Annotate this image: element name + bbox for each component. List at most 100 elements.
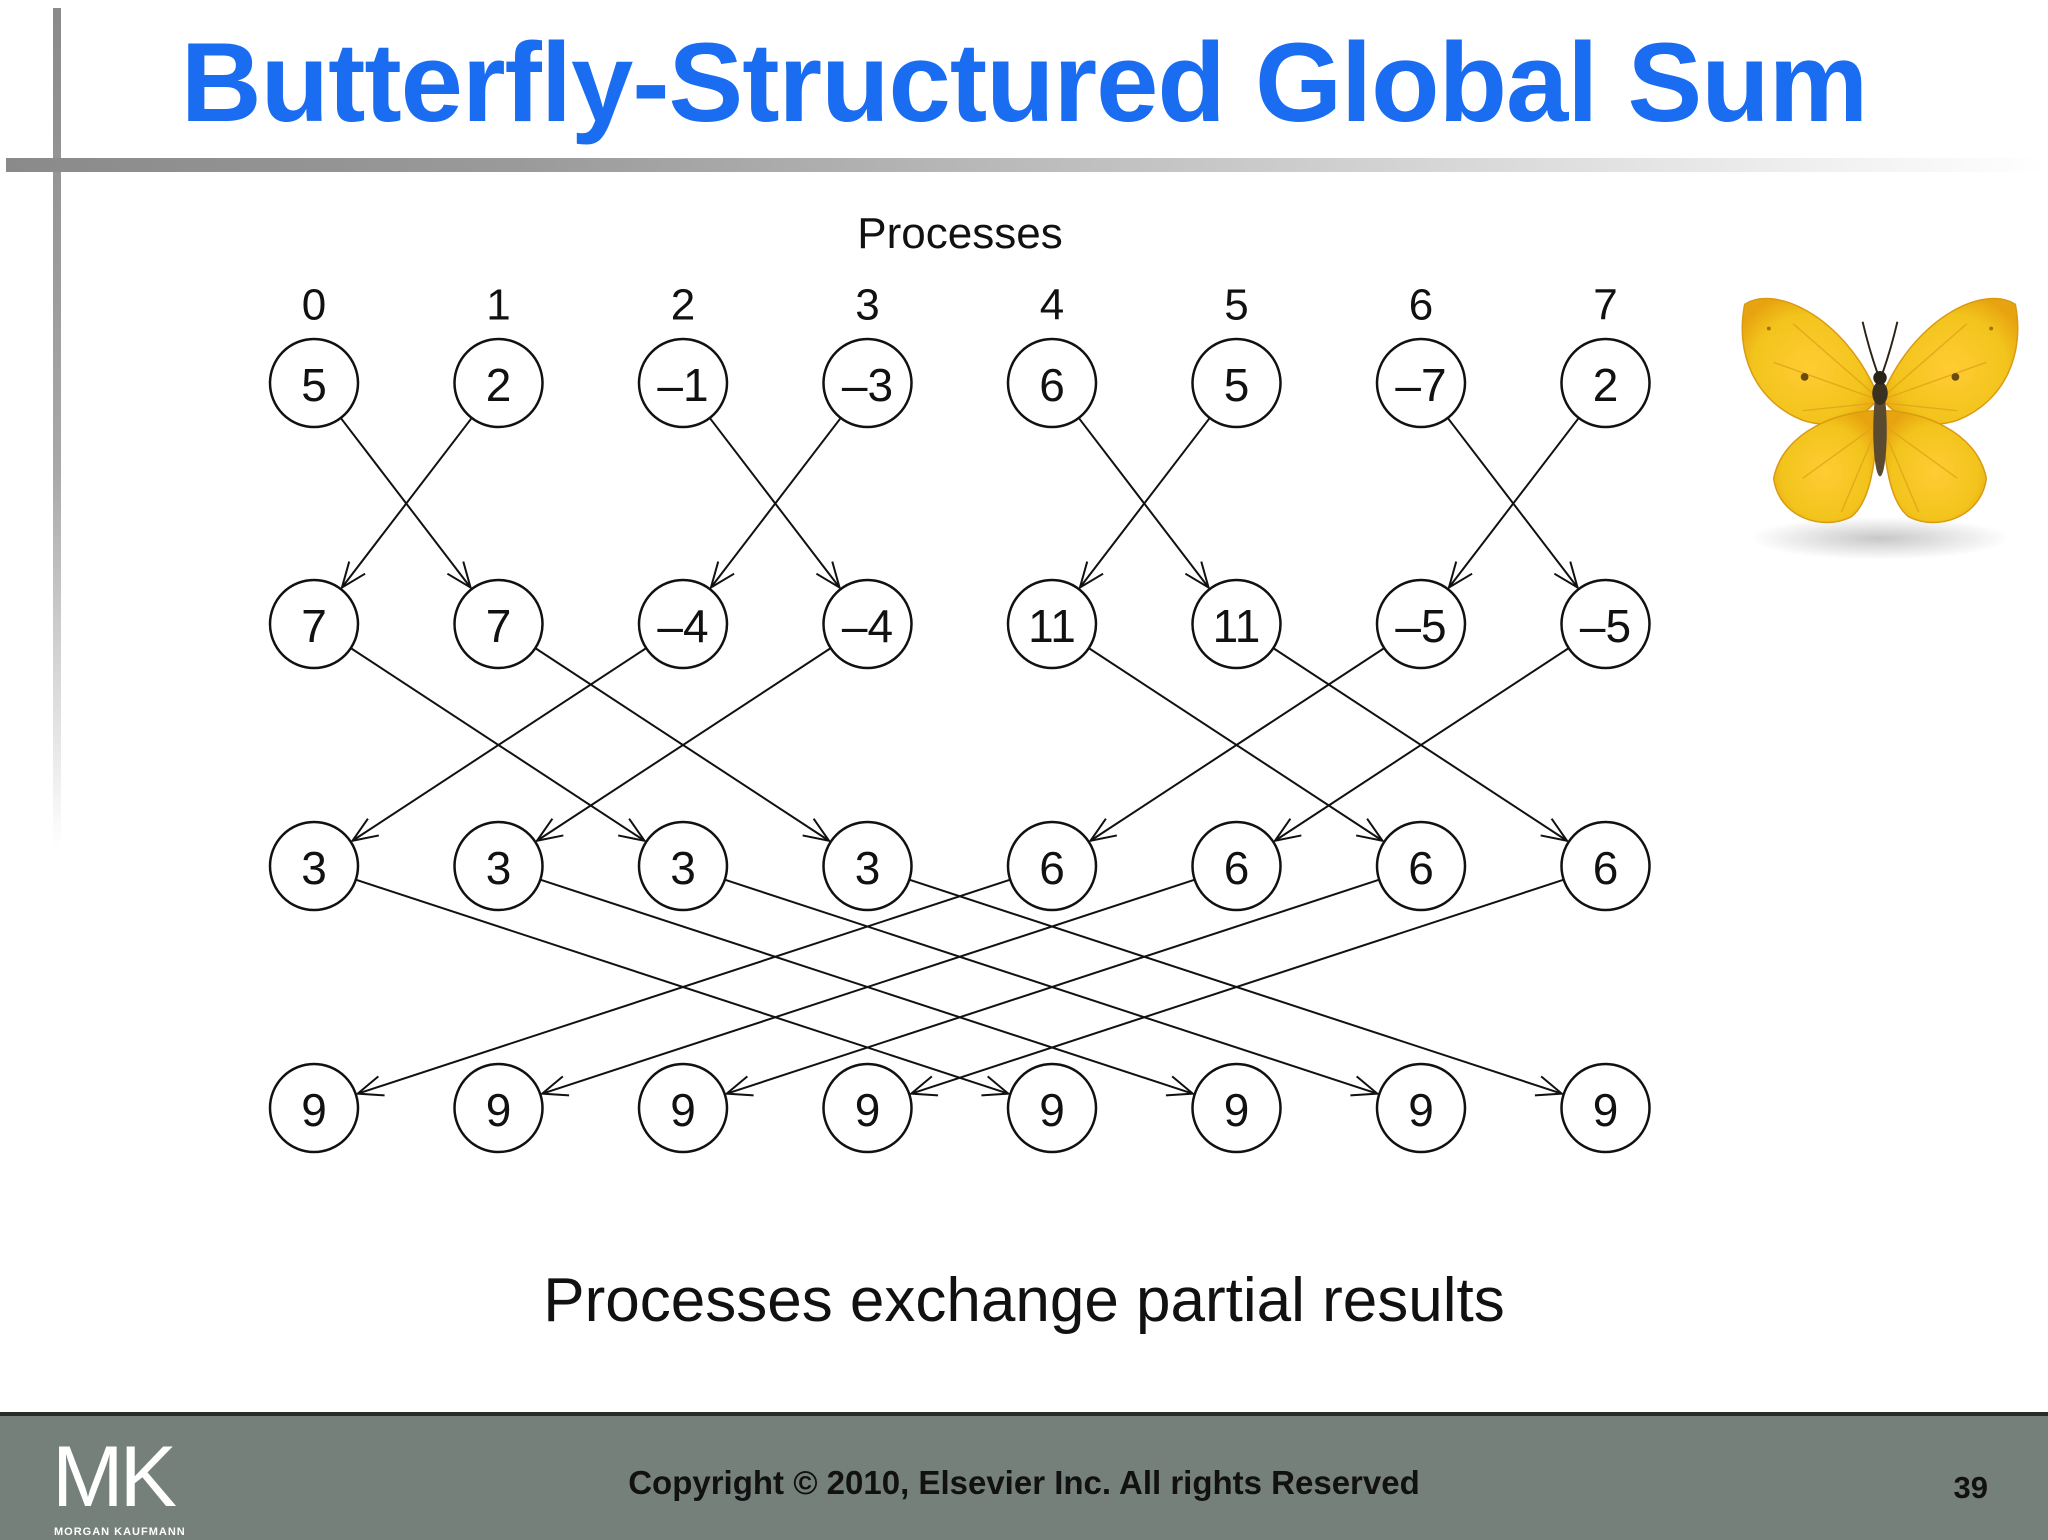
node-circle bbox=[1006, 820, 1098, 912]
edge-stage1-from-7-to-6 bbox=[1449, 417, 1580, 588]
node-circle bbox=[1191, 337, 1282, 429]
node-value: 7 bbox=[486, 600, 512, 652]
node-value: 3 bbox=[670, 842, 696, 894]
node-stage0-p2: –1 bbox=[637, 337, 729, 429]
node-value: 9 bbox=[486, 1084, 512, 1136]
node-stage3-p3: 9 bbox=[822, 1062, 913, 1154]
node-circle bbox=[1375, 578, 1467, 670]
logo-letters: MK bbox=[52, 1429, 177, 1525]
node-value: –1 bbox=[657, 359, 708, 411]
edge-stage2-from-6-to-4 bbox=[1090, 647, 1385, 841]
node-circle bbox=[453, 578, 544, 670]
edge-stage3-from-6-to-2 bbox=[727, 878, 1380, 1094]
node-stage3-p1: 9 bbox=[453, 1062, 544, 1154]
process-id-3: 3 bbox=[855, 281, 879, 330]
node-circle bbox=[1560, 578, 1651, 670]
edge-stage2-from-2-to-0 bbox=[352, 647, 647, 841]
node-stage1-p2: –4 bbox=[637, 578, 729, 670]
node-value: 11 bbox=[1213, 600, 1261, 652]
node-value: 2 bbox=[1593, 359, 1619, 411]
top-rule-bar bbox=[6, 158, 2046, 172]
node-stage1-p7: –5 bbox=[1560, 578, 1651, 670]
node-circle bbox=[1560, 820, 1651, 912]
diagram-axis-label: Processes bbox=[857, 209, 1062, 258]
node-value: 2 bbox=[486, 359, 512, 411]
node-stage1-p4: 11 bbox=[1006, 578, 1098, 670]
publisher-logo: MK MORGAN KAUFMANN bbox=[52, 1429, 212, 1538]
node-stage2-p0: 3 bbox=[268, 820, 360, 912]
node-value: 6 bbox=[1039, 359, 1065, 411]
node-circle bbox=[637, 820, 729, 912]
node-circle bbox=[1006, 578, 1098, 670]
edge-stage3-from-5-to-1 bbox=[542, 878, 1196, 1094]
node-value: 9 bbox=[301, 1084, 327, 1136]
node-stage3-p6: 9 bbox=[1375, 1062, 1467, 1154]
slide-caption: Processes exchange partial results bbox=[543, 1266, 1505, 1335]
node-stage2-p1: 3 bbox=[453, 820, 544, 912]
edge-stage2-from-3-to-1 bbox=[537, 647, 832, 841]
process-id-4: 4 bbox=[1040, 281, 1064, 330]
edge-stage1-from-1-to-0 bbox=[342, 417, 473, 588]
node-stage3-p2: 9 bbox=[637, 1062, 729, 1154]
node-value: –4 bbox=[842, 600, 893, 652]
node-circle bbox=[1560, 1062, 1651, 1154]
node-value: 9 bbox=[1408, 1084, 1434, 1136]
node-stage2-p4: 6 bbox=[1006, 820, 1098, 912]
node-stage2-p6: 6 bbox=[1375, 820, 1467, 912]
node-circle bbox=[822, 820, 913, 912]
node-stage3-p7: 9 bbox=[1560, 1062, 1651, 1154]
node-circle bbox=[822, 578, 913, 670]
node-circle bbox=[1006, 1062, 1098, 1154]
edge-stage3-from-7-to-3 bbox=[911, 878, 1565, 1094]
node-value: 9 bbox=[1039, 1084, 1065, 1136]
node-value: 6 bbox=[1039, 842, 1065, 894]
node-circle bbox=[1006, 337, 1098, 429]
node-circle bbox=[453, 337, 544, 429]
node-value: 7 bbox=[301, 600, 327, 652]
node-stage0-p0: 5 bbox=[268, 337, 360, 429]
node-stage0-p7: 2 bbox=[1560, 337, 1651, 429]
node-circle bbox=[1191, 820, 1282, 912]
node-value: 6 bbox=[1224, 842, 1250, 894]
node-circle bbox=[822, 337, 913, 429]
edge-stage1-from-3-to-2 bbox=[711, 417, 842, 588]
node-stage2-p5: 6 bbox=[1191, 820, 1282, 912]
node-circle bbox=[268, 337, 360, 429]
edge-stage2-from-7-to-5 bbox=[1275, 647, 1570, 841]
node-value: 5 bbox=[1224, 359, 1250, 411]
node-circle bbox=[637, 337, 729, 429]
node-circle bbox=[268, 1062, 360, 1154]
node-stage2-p3: 3 bbox=[822, 820, 913, 912]
node-circle bbox=[1375, 820, 1467, 912]
node-stage3-p5: 9 bbox=[1191, 1062, 1282, 1154]
node-circle bbox=[1375, 1062, 1467, 1154]
copyright-notice: Copyright © 2010, Elsevier Inc. All righ… bbox=[628, 1464, 1420, 1501]
node-circle bbox=[1191, 578, 1282, 670]
node-stage2-p2: 3 bbox=[637, 820, 729, 912]
node-circle bbox=[453, 1062, 544, 1154]
node-value: 3 bbox=[486, 842, 512, 894]
node-stage1-p0: 7 bbox=[268, 578, 360, 670]
node-value: 6 bbox=[1593, 842, 1619, 894]
node-value: 9 bbox=[855, 1084, 881, 1136]
logo-subtext: MORGAN KAUFMANN bbox=[54, 1526, 186, 1538]
edge-stage1-from-5-to-4 bbox=[1080, 417, 1211, 588]
node-stage0-p4: 6 bbox=[1006, 337, 1098, 429]
process-id-5: 5 bbox=[1224, 281, 1248, 330]
node-stage1-p1: 7 bbox=[453, 578, 544, 670]
node-value: 9 bbox=[1593, 1084, 1619, 1136]
node-stage0-p5: 5 bbox=[1191, 337, 1282, 429]
exchange-edges bbox=[339, 417, 1580, 1094]
node-value: –7 bbox=[1395, 359, 1446, 411]
node-circle bbox=[268, 578, 360, 670]
node-stage0-p3: –3 bbox=[822, 337, 913, 429]
process-id-2: 2 bbox=[671, 281, 695, 330]
node-stage3-p4: 9 bbox=[1006, 1062, 1098, 1154]
process-id-1: 1 bbox=[486, 281, 510, 330]
butterfly-icon bbox=[1741, 297, 2019, 560]
node-value: 3 bbox=[855, 842, 881, 894]
